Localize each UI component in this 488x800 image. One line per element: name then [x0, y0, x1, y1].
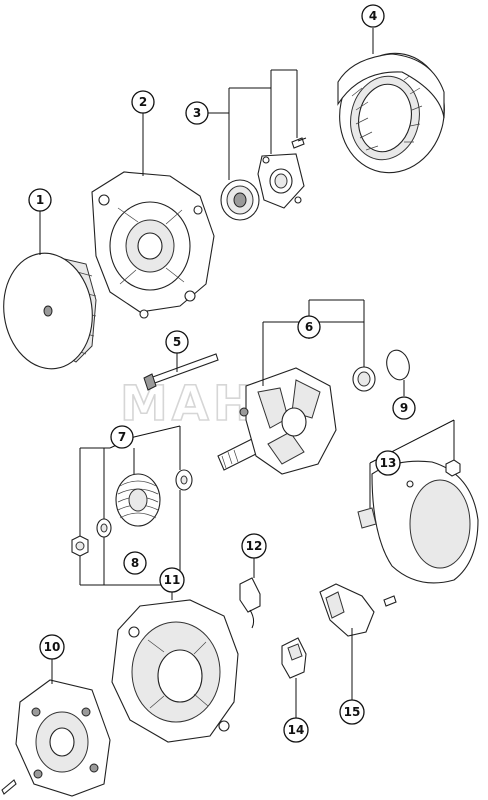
callout-11-label: 11 [164, 573, 181, 587]
callout-9-label: 9 [400, 401, 408, 415]
callout-7: 7 [110, 425, 134, 449]
leader-lines [39, 28, 455, 718]
rear-cover-part [357, 459, 479, 584]
regulator-part [319, 583, 397, 637]
callout-6: 6 [297, 315, 321, 339]
nut-washer-part [71, 518, 112, 557]
callout-12: 12 [241, 533, 267, 559]
callout-7-label: 7 [118, 430, 126, 444]
o-ring-part [386, 349, 410, 381]
callout-2-label: 2 [139, 95, 147, 109]
pulley-part [115, 473, 161, 527]
callout-10: 10 [39, 634, 65, 660]
callout-3: 3 [185, 101, 209, 125]
callout-1-label: 1 [36, 193, 44, 207]
callout-4-label: 4 [369, 9, 377, 23]
callout-14-label: 14 [288, 723, 305, 737]
callout-5: 5 [165, 330, 189, 354]
callout-1: 1 [28, 188, 52, 212]
through-bolt-part [143, 353, 219, 391]
rectifier-part [1, 679, 111, 797]
callout-8: 8 [123, 551, 147, 575]
callout-8-label: 8 [131, 556, 139, 570]
brush-holder-part [281, 637, 307, 679]
bearing-assembly-part [220, 137, 307, 221]
callout-15-label: 15 [344, 705, 361, 719]
callout-3-label: 3 [193, 106, 201, 120]
rotor-part [217, 366, 376, 475]
callout-15: 15 [339, 699, 365, 725]
capacitor-part [239, 577, 261, 629]
stator-part [337, 52, 445, 174]
callout-9: 9 [392, 396, 416, 420]
callout-4: 4 [361, 4, 385, 28]
drive-end-housing-part [91, 171, 215, 319]
fan-part [3, 252, 97, 370]
callout-5-label: 5 [173, 335, 181, 349]
callout-2: 2 [131, 90, 155, 114]
callout-12-label: 12 [246, 539, 263, 553]
spacer-ring-hole [180, 475, 188, 485]
callout-14: 14 [283, 717, 309, 743]
callout-11: 11 [159, 567, 185, 593]
callout-10-label: 10 [44, 640, 61, 654]
callout-13-label: 13 [380, 456, 397, 470]
callout-6-label: 6 [305, 320, 313, 334]
rear-housing-part [111, 599, 239, 743]
callout-13: 13 [375, 450, 401, 476]
